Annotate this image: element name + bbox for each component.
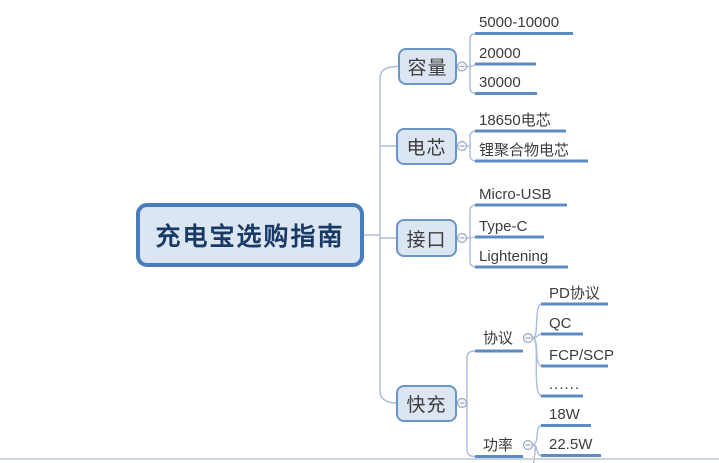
leaf-18w[interactable]: 18W — [549, 406, 580, 423]
leaf-type-c[interactable]: Type-C — [479, 217, 528, 235]
topic-capacity[interactable]: 容量 — [398, 48, 457, 85]
leaf-lipolymer[interactable]: 锂聚合物电芯 — [479, 141, 570, 159]
capacity-children-bracket — [466, 32, 477, 95]
leaf-ellipsis[interactable]: ...... — [549, 376, 581, 393]
collapse-toggle-port[interactable] — [456, 232, 468, 244]
protocol-children-curves — [531, 303, 543, 397]
topic-port-label: 接口 — [406, 229, 447, 251]
fast-charge-children-bracket — [466, 350, 476, 458]
root-topic-label: 充电宝选购指南 — [155, 223, 345, 251]
leaf-30000[interactable]: 30000 — [479, 74, 521, 91]
topic-underlines — [475, 32, 608, 458]
leaf-20000[interactable]: 20000 — [479, 44, 521, 62]
leaf-5000-10000[interactable]: 5000-10000 — [479, 14, 560, 31]
leaf-qc[interactable]: QC — [549, 314, 572, 332]
port-children-bracket — [466, 204, 477, 268]
battery-cell-children-bracket — [466, 130, 477, 162]
topic-fast-charge-label: 快充 — [406, 395, 447, 416]
bottom-divider — [0, 458, 719, 460]
topic-capacity-label: 容量 — [407, 58, 448, 79]
topic-port[interactable]: 接口 — [396, 219, 457, 257]
collapse-toggle-capacity[interactable] — [456, 61, 468, 72]
leaf-pd-protocol[interactable]: PD协议 — [549, 284, 600, 302]
collapse-toggle-protocol[interactable] — [522, 332, 534, 344]
leaf-micro-usb[interactable]: Micro-USB — [479, 185, 552, 203]
collapse-toggle-power[interactable] — [522, 439, 534, 451]
root-topic[interactable]: 充电宝选购指南 — [136, 203, 364, 267]
topic-battery-cell-label: 电芯 — [406, 138, 447, 159]
topic-battery-cell[interactable]: 电芯 — [396, 128, 457, 165]
branch-connectors — [364, 65, 399, 404]
leaf-fcp-scp[interactable]: FCP/SCP — [549, 346, 615, 364]
topic-fast-charge[interactable]: 快充 — [396, 385, 457, 422]
leaf-18650[interactable]: 18650电芯 — [479, 111, 551, 129]
leaf-22-5w[interactable]: 22.5W — [549, 436, 593, 453]
collapse-toggle-fast-charge[interactable] — [456, 397, 468, 409]
topic-protocol[interactable]: 协议 — [483, 329, 514, 347]
leaf-lightening[interactable]: Lightening — [479, 247, 549, 265]
topic-power[interactable]: 功率 — [483, 436, 514, 454]
collapse-toggle-battery-cell[interactable] — [456, 140, 468, 152]
